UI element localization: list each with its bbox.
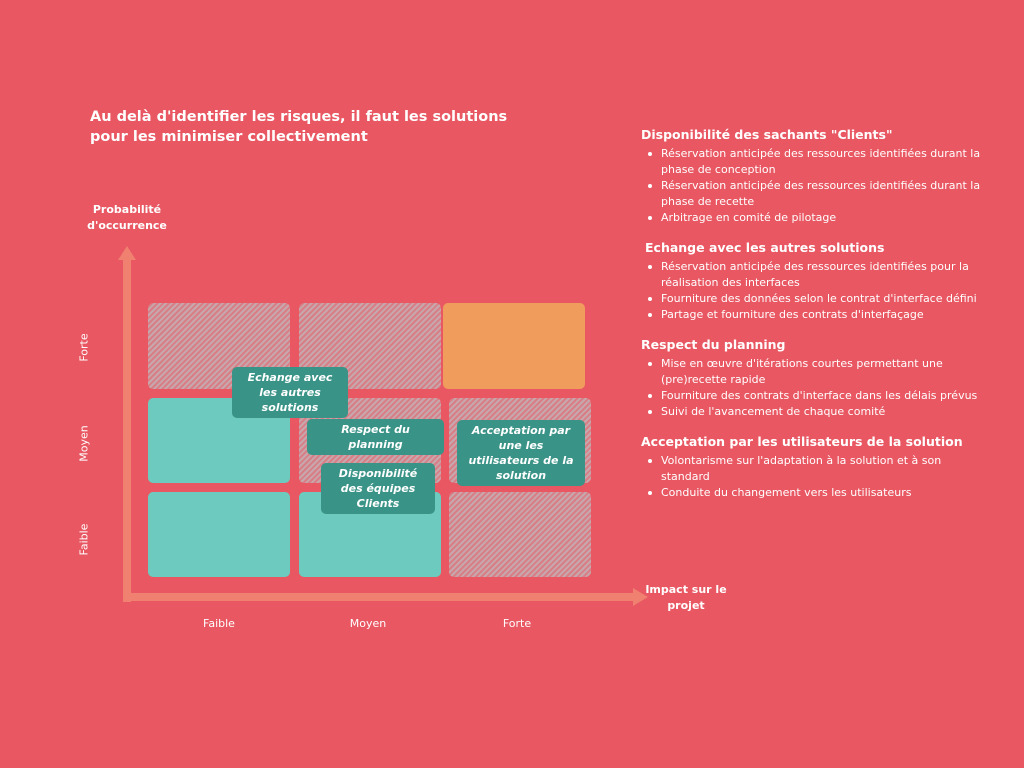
row-label-faible: Faible bbox=[77, 523, 91, 556]
solution-section: Disponibilité des sachants "Clients" Rés… bbox=[641, 126, 991, 226]
list-item: Partage et fourniture des contrats d'int… bbox=[648, 307, 991, 323]
solution-list: Réservation anticipée des ressources ide… bbox=[641, 146, 991, 226]
risk-tag-acceptation: Acceptation par une les utilisateurs de … bbox=[457, 420, 585, 486]
cell-forte-forte bbox=[443, 303, 585, 389]
slide-title: Au delà d'identifier les risques, il fau… bbox=[90, 109, 508, 145]
list-item: Réservation anticipée des ressources ide… bbox=[648, 178, 991, 210]
section-heading: Disponibilité des sachants "Clients" bbox=[641, 127, 893, 142]
solution-section: Acceptation par les utilisateurs de la s… bbox=[641, 433, 991, 501]
x-axis-title: Impact sur le projet bbox=[645, 583, 727, 612]
list-item: Fourniture des données selon le contrat … bbox=[648, 291, 991, 307]
section-heading: Acceptation par les utilisateurs de la s… bbox=[641, 434, 963, 449]
solution-section: Echange avec les autres solutions Réserv… bbox=[641, 239, 991, 323]
x-axis-arrow-icon bbox=[633, 588, 648, 606]
cell-faible-forte bbox=[449, 492, 591, 577]
x-axis-line bbox=[123, 593, 633, 601]
list-item: Suivi de l'avancement de chaque comité bbox=[648, 404, 991, 420]
cell-faible-faible bbox=[148, 492, 290, 577]
list-item: Volontarisme sur l'adaptation à la solut… bbox=[648, 453, 991, 485]
y-axis-line bbox=[123, 258, 131, 602]
list-item: Réservation anticipée des ressources ide… bbox=[648, 259, 991, 291]
col-label-forte: Forte bbox=[502, 617, 532, 630]
risk-tag-planning: Respect du planning bbox=[307, 419, 444, 455]
list-item: Fourniture des contrats d'interface dans… bbox=[648, 388, 991, 404]
section-heading: Respect du planning bbox=[641, 337, 786, 352]
y-axis-title: Probabilité d'occurrence bbox=[87, 203, 167, 232]
solution-list: Réservation anticipée des ressources ide… bbox=[645, 259, 991, 323]
row-label-moyen: Moyen bbox=[77, 425, 91, 462]
row-label-forte: Forte bbox=[77, 333, 91, 362]
section-heading: Echange avec les autres solutions bbox=[645, 240, 885, 255]
risk-tag-disponibilite: Disponibilité des équipes Clients bbox=[321, 463, 435, 514]
list-item: Conduite du changement vers les utilisat… bbox=[648, 485, 991, 501]
solution-list: Volontarisme sur l'adaptation à la solut… bbox=[641, 453, 991, 501]
list-item: Arbitrage en comité de pilotage bbox=[648, 210, 991, 226]
solution-list: Mise en œuvre d'itérations courtes perme… bbox=[641, 356, 991, 420]
col-label-faible: Faible bbox=[203, 617, 235, 630]
list-item: Mise en œuvre d'itérations courtes perme… bbox=[648, 356, 991, 388]
col-label-moyen: Moyen bbox=[349, 617, 387, 630]
solution-section: Respect du planning Mise en œuvre d'itér… bbox=[641, 336, 991, 420]
y-axis-arrow-icon bbox=[118, 246, 136, 260]
solutions-panel: Disponibilité des sachants "Clients" Rés… bbox=[641, 126, 991, 514]
risk-tag-echange: Echange avec les autres solutions bbox=[232, 367, 348, 418]
list-item: Réservation anticipée des ressources ide… bbox=[648, 146, 991, 178]
